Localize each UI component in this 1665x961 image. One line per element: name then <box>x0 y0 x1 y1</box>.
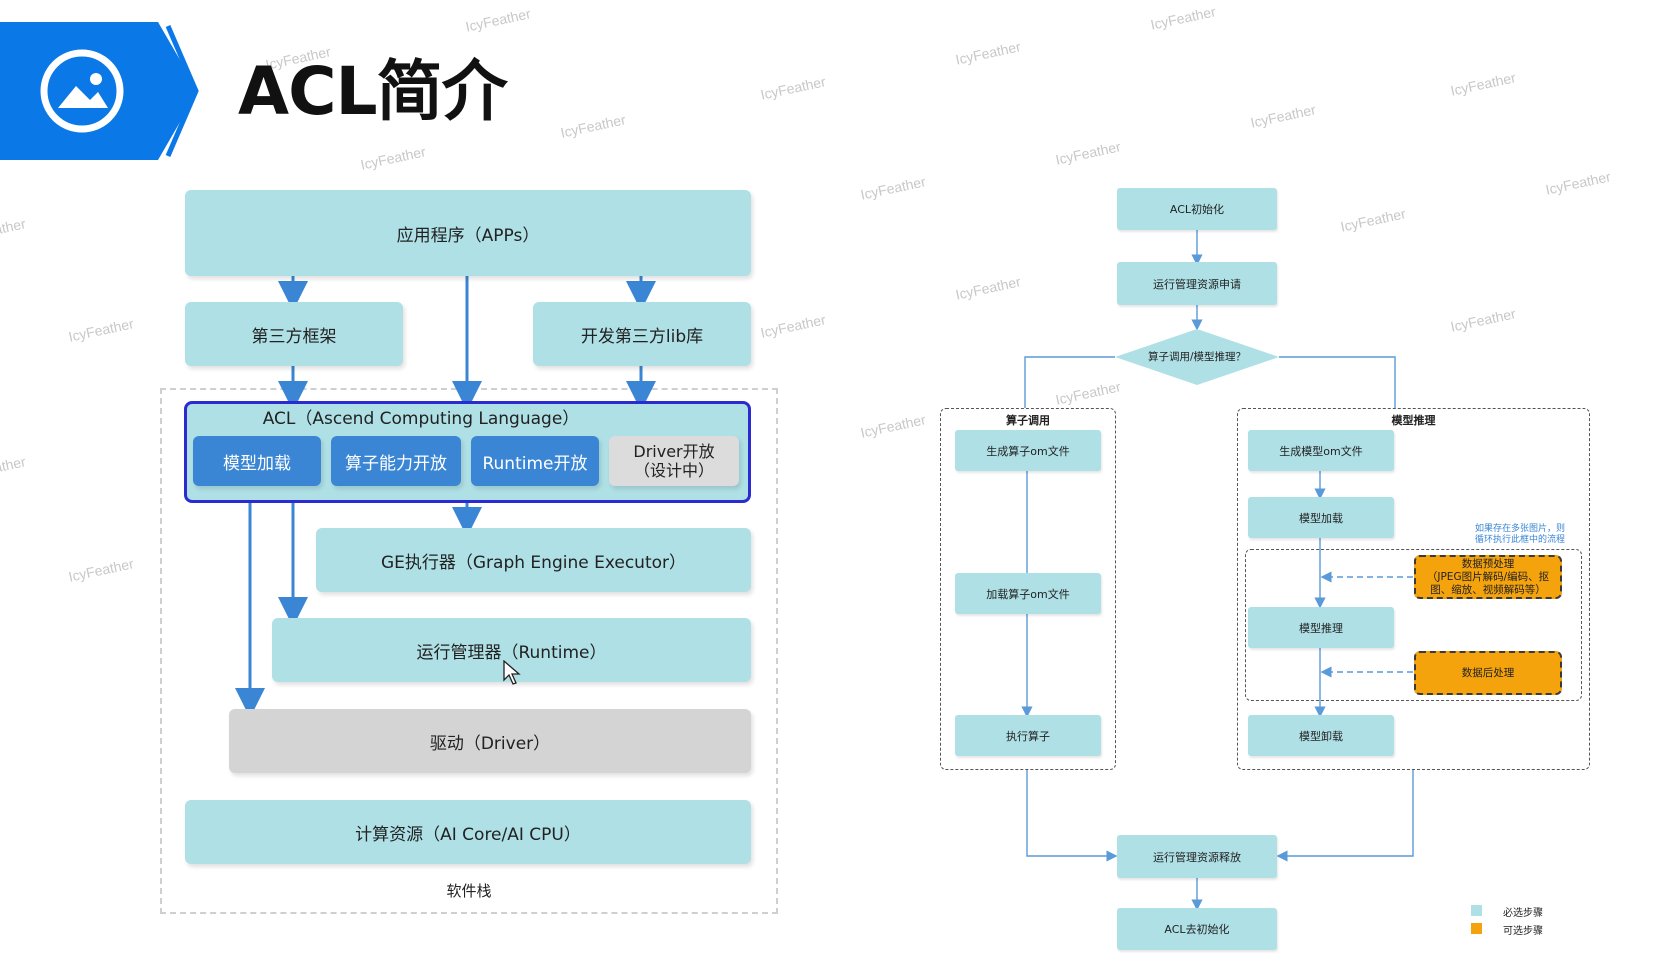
preprocess-line3: 图、缩放、视频解码等） <box>1430 583 1546 596</box>
preprocess-line2: （JPEG图片解码/编码、抠 <box>1426 570 1550 583</box>
acl-init-step: ACL初始化 <box>1117 188 1277 230</box>
page-title: ACL简介 <box>238 53 508 130</box>
model-branch-title: 模型推理 <box>1391 414 1436 427</box>
resource-request-step: 运行管理资源申请 <box>1117 262 1277 305</box>
acl-module-operator: 算子能力开放 <box>331 436 461 486</box>
legend-optional-swatch <box>1471 923 1482 934</box>
header-chevron-shape <box>0 22 199 160</box>
acl-module-runtime: Runtime开放 <box>471 436 599 486</box>
operator-branch-title: 算子调用 <box>1006 414 1050 427</box>
header-badge <box>0 22 200 160</box>
acl-title: ACL（Ascend Computing Language） <box>262 409 580 429</box>
load-operator-om-step: 加载算子om文件 <box>955 573 1101 614</box>
ge-executor-box: GE执行器（Graph Engine Executor） <box>316 528 751 592</box>
loop-note: 如果存在多张图片，则 循环执行此框中的流程 <box>1455 524 1585 546</box>
third-party-framework-box: 第三方框架 <box>185 302 403 366</box>
runtime-box: 运行管理器（Runtime） <box>272 618 751 682</box>
image-icon <box>40 49 124 133</box>
execute-operator-step: 执行算子 <box>955 715 1101 756</box>
legend-required-label: 必选步骤 <box>1503 908 1543 919</box>
generate-model-om-step: 生成模型om文件 <box>1248 430 1394 471</box>
acl-module-driver: Driver开放 （设计中） <box>609 436 739 486</box>
acl-driver-line1: Driver开放 <box>633 442 715 461</box>
model-unload-step: 模型卸载 <box>1248 715 1394 756</box>
model-load-step: 模型加载 <box>1248 497 1394 538</box>
data-postprocess-step: 数据后处理 <box>1414 651 1562 695</box>
loop-note-line2: 循环执行此框中的流程 <box>1474 535 1565 545</box>
acl-deinit-step: ACL去初始化 <box>1117 908 1277 950</box>
loop-note-line1: 如果存在多张图片，则 <box>1474 524 1565 534</box>
data-preprocess-step: 数据预处理 （JPEG图片解码/编码、抠 图、缩放、视频解码等） <box>1414 555 1562 599</box>
generate-operator-om-step: 生成算子om文件 <box>955 430 1101 471</box>
loop-group <box>1245 549 1582 701</box>
third-party-lib-box: 开发第三方lib库 <box>533 302 751 366</box>
compute-resources-box: 计算资源（AI Core/AI CPU） <box>185 800 751 864</box>
mouse-cursor-icon <box>503 660 521 685</box>
driver-box: 驱动（Driver） <box>229 709 751 773</box>
decision-label: 算子调用/模型推理？ <box>1147 351 1247 363</box>
operator-branch-group <box>940 408 1116 770</box>
model-inference-step: 模型推理 <box>1248 607 1394 648</box>
acl-module-model-load: 模型加载 <box>193 436 321 486</box>
preprocess-line1: 数据预处理 <box>1461 557 1515 570</box>
legend-required-swatch <box>1471 905 1482 916</box>
acl-driver-line2: （设计中） <box>633 461 714 480</box>
resource-release-step: 运行管理资源释放 <box>1117 835 1277 878</box>
decision-diamond <box>1115 329 1279 385</box>
software-stack-label: 软件栈 <box>446 882 492 900</box>
apps-box: 应用程序（APPs） <box>185 190 751 276</box>
legend-optional-label: 可选步骤 <box>1503 926 1543 937</box>
model-branch-group <box>1237 408 1590 770</box>
